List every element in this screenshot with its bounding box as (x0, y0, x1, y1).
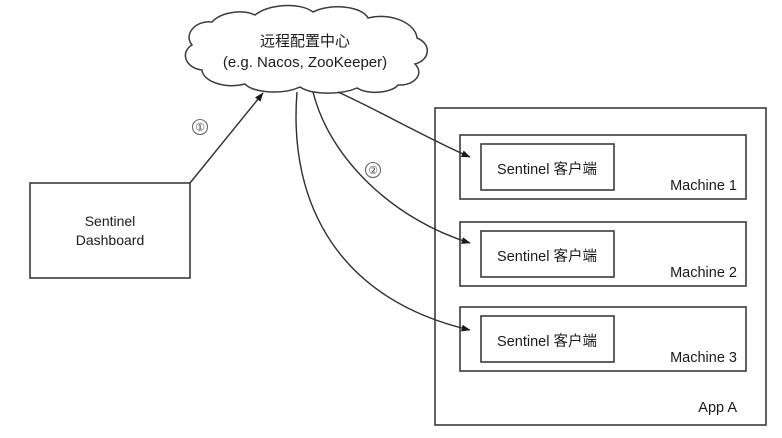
arrow-dashboard-to-cloud (189, 92, 264, 184)
app-a-container[interactable]: App A (434, 107, 767, 426)
arrow-cloud-to-machine-2 (312, 91, 471, 244)
machine-3-client-label: Sentinel 客户端 (497, 333, 597, 350)
cloud-label-line2: (e.g. Nacos, ZooKeeper) (223, 54, 387, 71)
sentinel-dashboard-box[interactable]: Sentinel Dashboard (29, 182, 191, 279)
dashboard-label-line1: Sentinel (85, 213, 136, 229)
machine-3-label: Machine 3 (670, 350, 737, 366)
dashboard-label-line2: Dashboard (76, 232, 145, 248)
machine-3-client-box[interactable] (480, 315, 615, 363)
annotation-1: ① (191, 118, 209, 136)
app-a-label: App A (698, 400, 737, 416)
machine-2-box[interactable]: Sentinel 客户端 Machine 2 (459, 221, 747, 287)
machine-3-box[interactable]: Sentinel 客户端 Machine 3 (459, 306, 747, 372)
annotation-2: ② (364, 161, 382, 179)
machine-2-client-label: Sentinel 客户端 (497, 248, 597, 265)
machine-2-client-box[interactable] (480, 230, 615, 278)
remote-config-cloud[interactable]: 远程配置中心 (e.g. Nacos, ZooKeeper) (184, 4, 428, 94)
machine-1-box[interactable]: Sentinel 客户端 Machine 1 (459, 134, 747, 200)
annotation-1-label: ① (195, 122, 205, 134)
machine-1-client-label: Sentinel 客户端 (497, 161, 597, 178)
machine-1-label: Machine 1 (670, 178, 737, 194)
arrow-cloud-to-machine-3 (295, 91, 471, 332)
machine-2-label: Machine 2 (670, 265, 737, 281)
arrow-cloud-to-machine-1 (337, 91, 471, 158)
machine-1-client-box[interactable] (480, 143, 615, 191)
annotation-2-label: ② (368, 165, 378, 177)
cloud-label-line1: 远程配置中心 (260, 33, 350, 50)
